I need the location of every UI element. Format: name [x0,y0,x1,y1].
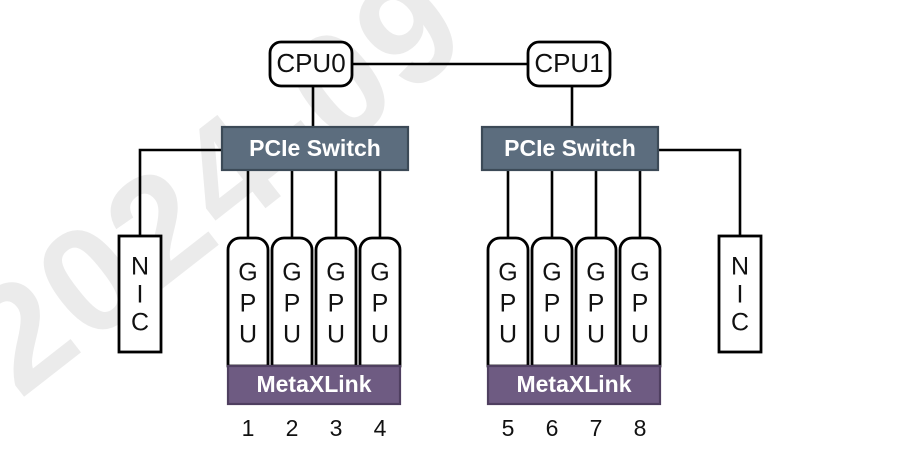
pcie-switch-left-label: PCIe Switch [249,135,381,161]
gpu-1-char-g: G [238,259,257,287]
gpu-index-4: 4 [374,415,387,441]
nic-right-char-c: C [731,309,749,337]
gpu-group-left: G P U G P U G P U G P [226,236,402,441]
gpu-node-6[interactable]: G P U [530,236,574,368]
gpu-5-char-u: U [499,321,517,349]
gpu-3-char-p: P [328,290,345,318]
pcie-switch-right-box[interactable] [480,125,660,172]
metaxlink-left-box[interactable] [226,364,402,406]
metaxlink-left-node[interactable]: MetaXLink [226,364,402,406]
pcie-switch-left-box[interactable] [220,125,410,172]
gpu-index-7: 7 [590,415,603,441]
gpu-node-3[interactable]: G P U [314,236,358,368]
gpu-7-char-g: G [586,259,605,287]
gpu-3-box[interactable] [314,236,358,368]
gpu-group-right: G P U G P U G P U G P [486,236,662,441]
nic-left-box[interactable] [117,234,163,354]
gpu-node-5[interactable]: G P U [486,236,530,368]
gpu-3-char-g: G [326,259,345,287]
metaxlink-right-box[interactable] [486,364,662,406]
gpu-4-char-g: G [370,259,389,287]
nic-layer: N I C N I C [117,234,763,354]
pcie-switch-layer: PCIe Switch PCIe Switch [220,125,660,172]
pcie-switch-left-node[interactable]: PCIe Switch [220,125,410,172]
gpu-6-char-p: P [544,290,561,318]
gpu-2-box[interactable] [270,236,314,368]
gpu-index-5: 5 [502,415,515,441]
nic-right-node[interactable]: N I C [717,234,763,354]
gpu-4-char-u: U [371,321,389,349]
gpu-8-char-p: P [632,290,649,318]
nic-left-node[interactable]: N I C [117,234,163,354]
gpu-7-box[interactable] [574,236,618,368]
cpu0-box[interactable] [268,40,354,88]
cpu1-box[interactable] [526,40,612,88]
gpu-node-8[interactable]: G P U [618,236,662,368]
nic-right-char-n: N [731,253,749,281]
gpu-7-char-u: U [587,321,605,349]
nic-right-box[interactable] [717,234,763,354]
edge-layer [138,62,742,238]
gpu-node-4[interactable]: G P U [358,236,402,368]
gpu-8-char-u: U [631,321,649,349]
edge-pcie-left-nic-left [138,148,222,236]
gpu-index-6: 6 [546,415,559,441]
gpu-2-char-p: P [284,290,301,318]
gpu-7-char-p: P [588,290,605,318]
gpu-index-8: 8 [634,415,647,441]
metaxlink-right-node[interactable]: MetaXLink [486,364,662,406]
cpu1-node[interactable]: CPU1 [526,40,612,88]
gpu-8-char-g: G [630,259,649,287]
cpu1-label: CPU1 [534,48,603,78]
gpu-node-7[interactable]: G P U [574,236,618,368]
nic-left-char-i: I [137,281,144,309]
cpu0-label: CPU0 [276,48,345,78]
gpu-8-box[interactable] [618,236,662,368]
pcie-switch-right-node[interactable]: PCIe Switch [480,125,660,172]
nic-left-char-c: C [131,309,149,337]
gpu-3-char-u: U [327,321,345,349]
gpu-node-1[interactable]: G P U [226,236,270,368]
gpu-2-char-u: U [283,321,301,349]
gpu-node-2[interactable]: G P U [270,236,314,368]
cpu0-node[interactable]: CPU0 [268,40,354,88]
nic-right-char-i: I [737,281,744,309]
gpu-index-1: 1 [242,415,255,441]
cpu-layer: CPU0 CPU1 [268,40,612,88]
gpu-6-char-u: U [543,321,561,349]
gpu-index-3: 3 [330,415,343,441]
gpu-4-char-p: P [372,290,389,318]
gpu-2-char-g: G [282,259,301,287]
gpu-index-2: 2 [286,415,299,441]
gpu-4-box[interactable] [358,236,402,368]
pcie-switch-right-label: PCIe Switch [504,135,636,161]
gpu-1-char-p: P [240,290,257,318]
nic-left-char-n: N [131,253,149,281]
edge-pcie-right-nic-right [658,148,742,236]
gpu-5-box[interactable] [486,236,530,368]
metaxlink-left-label: MetaXLink [256,371,371,397]
gpu-6-char-g: G [542,259,561,287]
gpu-6-box[interactable] [530,236,574,368]
metaxlink-right-label: MetaXLink [516,371,631,397]
gpu-1-char-u: U [239,321,257,349]
gpu-5-char-g: G [498,259,517,287]
gpu-5-char-p: P [500,290,517,318]
gpu-1-box[interactable] [226,236,270,368]
